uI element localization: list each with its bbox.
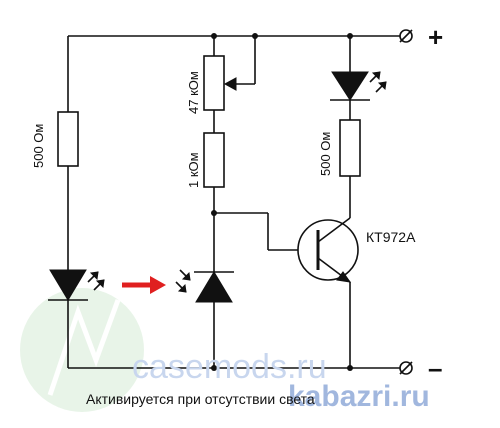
- watermark-logo: [20, 288, 144, 412]
- resistor-middle: [203, 132, 225, 188]
- indicator-led: [330, 71, 387, 101]
- watermark-primary: casemods.ru: [132, 348, 327, 386]
- transistor: [297, 217, 359, 283]
- potentiometer-label: 47 кОм: [186, 71, 201, 114]
- wires: [67, 35, 400, 369]
- resistor-left: [57, 111, 79, 167]
- transistor-label: КТ972А: [366, 229, 416, 245]
- resistor-right-label: 500 Ом: [318, 132, 333, 176]
- junctions: [211, 33, 353, 371]
- terminal-plus: [399, 29, 413, 43]
- potentiometer-wiper: [223, 77, 237, 91]
- caption: Активируется при отсутствии света: [86, 391, 315, 407]
- watermark-secondary: kabazri.ru: [288, 380, 430, 413]
- plus-label: +: [428, 22, 443, 52]
- resistor-right: [339, 119, 361, 177]
- emitter-led: [48, 269, 105, 301]
- light-arrow: [122, 276, 166, 294]
- resistor-left-label: 500 Ом: [31, 124, 46, 168]
- potentiometer: [203, 55, 225, 111]
- minus-label: –: [428, 353, 442, 383]
- resistor-middle-label: 1 кОм: [186, 152, 201, 188]
- photodiode: [175, 269, 234, 303]
- terminal-minus: [399, 361, 413, 375]
